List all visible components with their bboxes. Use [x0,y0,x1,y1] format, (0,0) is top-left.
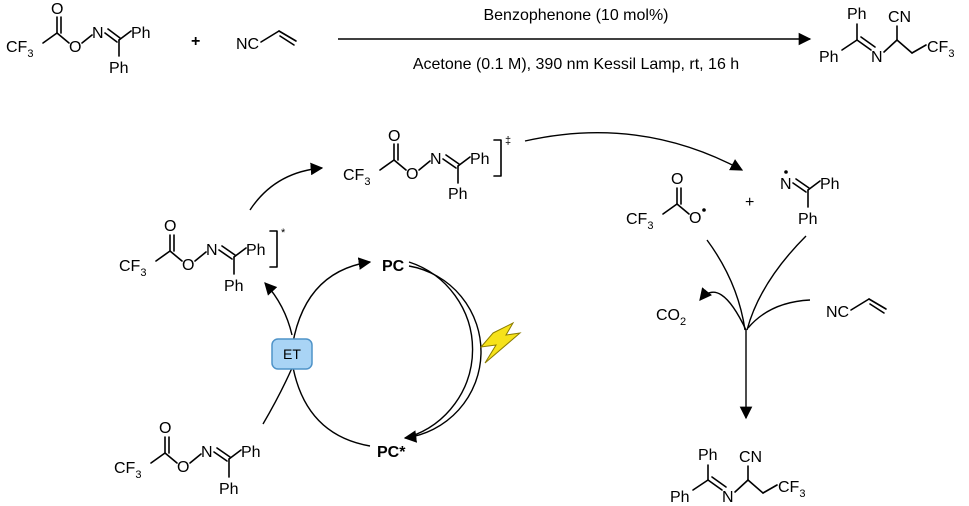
excited-oxime-ester: CF3 O O N Ph Ph * [119,218,286,295]
arrow-ts-fragmentation [524,131,744,171]
atom-n: N [430,151,442,168]
converge-line-left [706,239,746,331]
atom-nc: NC [826,304,849,321]
atom-o: O [177,459,189,476]
atom-cf3: CF3 [343,167,370,188]
atom-n: N [780,176,792,193]
atom-n: N [92,25,104,42]
atom-cf3: CF3 [778,479,805,500]
atom-o: O [388,128,400,145]
reagent-label: Benzophenone (10 mol%) [483,7,668,24]
ts-double-dagger: ‡ [505,135,511,147]
atom-o: O [182,257,194,274]
atom-ph: Ph [670,489,690,506]
atom-ph: Ph [109,60,129,77]
cycle-arc-inner [403,265,482,443]
atom-cf3: CF3 [626,211,653,232]
pc-excited-label: PC* [377,444,406,461]
atom-n: N [871,49,883,66]
iminyl-radical: N Ph Ph [780,170,840,228]
atom-o: O [159,420,171,437]
atom-ph: Ph [224,278,244,295]
atom-cf3: CF3 [119,258,146,279]
atom-n: N [201,444,213,461]
atom-n: N [722,489,734,506]
oxime-ester-reactant: CF3 O O N Ph Ph [6,1,151,77]
transition-state-complex: CF3 O O N Ph Ph ‡ [343,128,511,203]
atom-o: O [51,1,63,18]
atom-cf3: CF3 [114,460,141,481]
atom-ph: Ph [470,151,490,168]
trifluoroacetoxy-radical: CF3 O O [626,171,706,232]
atom-o: O [69,39,81,56]
photocatalytic-cycle: PC PC* ET [262,257,522,461]
et-label: ET [283,346,301,362]
arrow-pcstar-to-et [286,353,371,447]
atom-o: O [671,171,683,188]
plus-sign: + [745,194,754,211]
acrylonitrile-reactant: NC [236,30,297,53]
oxime-ester-ground: CF3 O O N Ph Ph [114,420,261,498]
atom-ph: Ph [819,49,839,66]
pc-label: PC [382,258,405,275]
radical-dot [784,170,788,174]
arrow-ground-to-et [262,367,293,425]
conditions-label: Acetone (0.1 M), 390 nm Kessil Lamp, rt,… [413,56,739,73]
product-top: Ph Ph N CN CF3 [819,6,954,66]
product-bottom: Ph Ph N CN CF3 [670,447,805,506]
lightning-bolt-icon [479,321,522,364]
converge-line-acrylonitrile [747,299,811,329]
atom-o: O [689,210,701,227]
atom-ph: Ph [698,447,718,464]
atom-ph: Ph [241,444,261,461]
cycle-arc-outer [408,261,474,438]
atom-cn: CN [739,449,762,466]
arrow-et-to-excited [264,282,293,336]
atom-ph: Ph [820,176,840,193]
atom-o: O [406,166,418,183]
radical-dot [702,208,706,212]
atom-o: O [164,218,176,235]
acrylonitrile-mechanism: NC [826,298,887,321]
arrow-et-to-pc [290,257,372,356]
plus-sign: + [191,33,200,50]
atom-ph: Ph [448,186,468,203]
atom-cn: CN [888,9,911,26]
excited-asterisk: * [281,227,286,239]
arrow-co2-loss [699,287,747,331]
atom-ph: Ph [131,25,151,42]
co2-label: CO2 [656,307,686,328]
arrow-excitation-to-ts [249,162,324,211]
et-badge: ET [271,338,313,370]
et-box [271,338,313,370]
atom-ph: Ph [219,481,239,498]
atom-cf3: CF3 [927,39,954,60]
atom-nc: NC [236,36,259,53]
atom-ph: Ph [246,242,266,259]
atom-ph: Ph [847,6,867,23]
atom-ph: Ph [798,211,818,228]
atom-cf3: CF3 [6,39,33,60]
converge-line-right [746,235,807,331]
atom-n: N [206,242,218,259]
